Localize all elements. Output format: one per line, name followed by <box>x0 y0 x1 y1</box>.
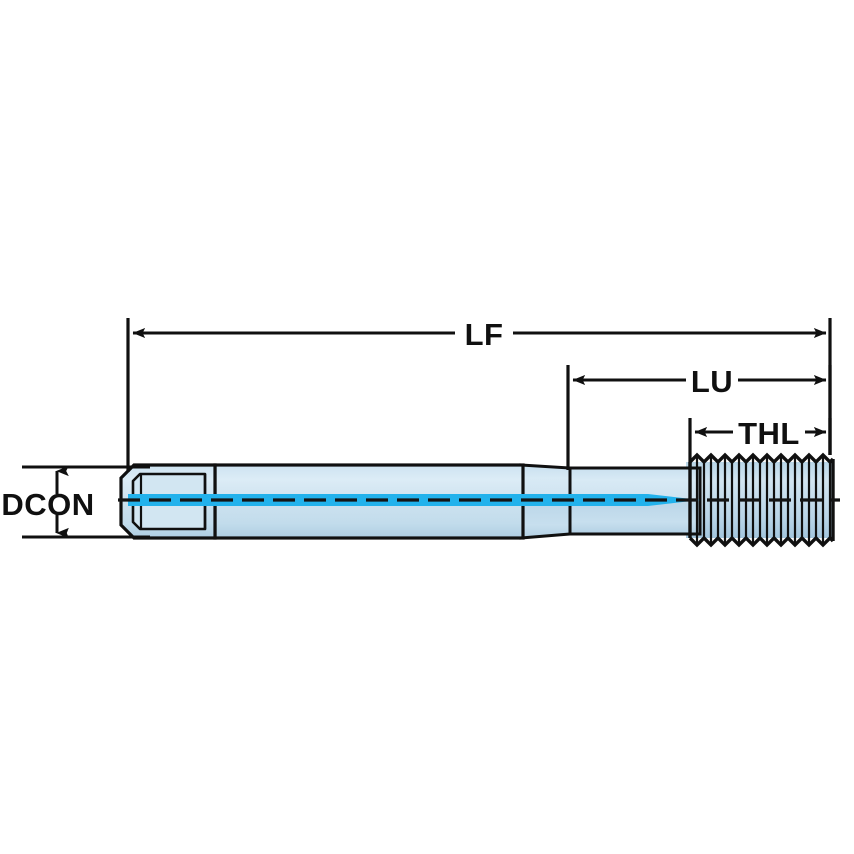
tap-tool-body <box>118 452 840 548</box>
dimension-label-dcon: DCON <box>1 487 94 522</box>
dimension-LF: LF <box>126 317 832 472</box>
dimension-DCON: DCON <box>1 465 150 539</box>
dimension-label-thl: THL <box>738 416 800 451</box>
dimension-THL: THL <box>688 416 832 470</box>
dimension-label-lu: LU <box>691 364 733 399</box>
dimension-label-lf: LF <box>465 317 504 352</box>
